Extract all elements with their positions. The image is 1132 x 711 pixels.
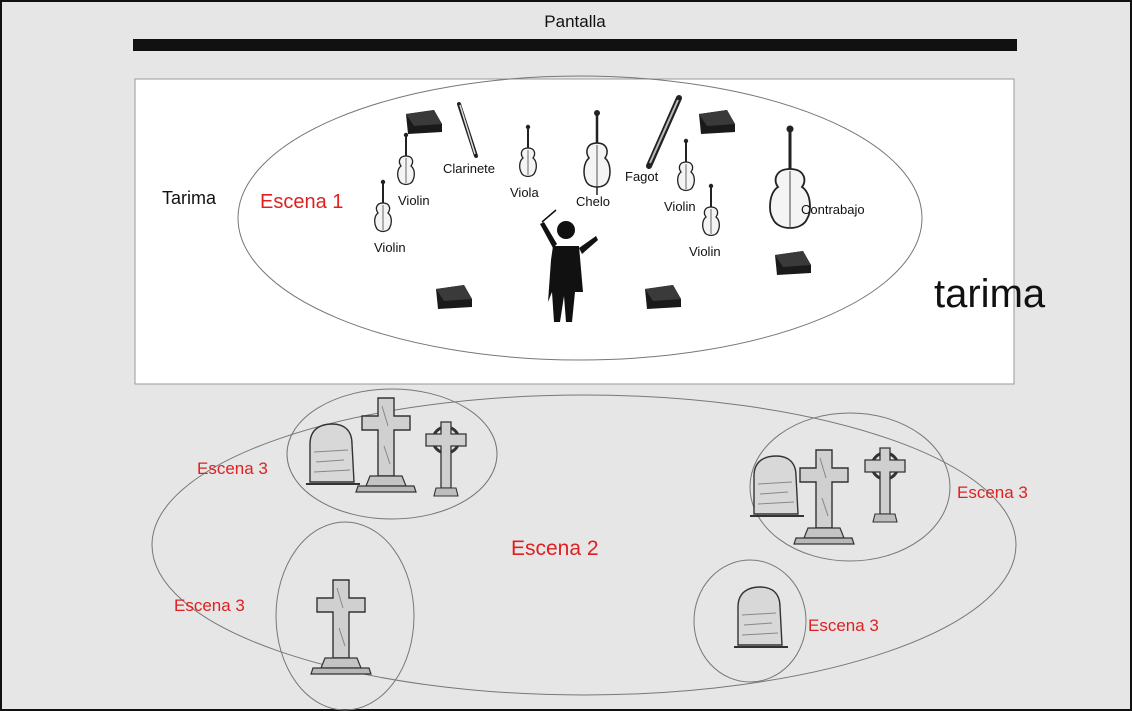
scene2-area: [151, 394, 1017, 696]
scene3-label: Escena 3: [174, 596, 245, 615]
scene3-group: [693, 559, 807, 683]
scene3-group: [749, 412, 951, 562]
instrument-label: Chelo: [576, 194, 610, 209]
scene3-group: [275, 521, 415, 711]
conductor-icon: [540, 209, 598, 322]
scene3-label: Escena 3: [957, 483, 1028, 502]
platform-label: Tarima: [162, 188, 217, 208]
clarinet-icon: [457, 102, 478, 158]
screen-bar: [133, 39, 1017, 51]
instrument-label: Clarinete: [443, 161, 495, 176]
instrument-label: Violin: [374, 240, 406, 255]
screen-label: Pantalla: [544, 12, 606, 31]
scene1-area: [237, 75, 923, 361]
bassoon-icon: [646, 95, 682, 169]
instrument-label: Violin: [664, 199, 696, 214]
platform-big-label: tarima: [934, 272, 1046, 316]
instrument-label: Fagot: [625, 169, 659, 184]
scene3-group: [286, 388, 498, 520]
instrument-label: Violin: [689, 244, 721, 259]
instrument-label: Violin: [398, 193, 430, 208]
instrument-label: Viola: [510, 185, 539, 200]
scene3-label: Escena 3: [197, 459, 268, 478]
scene2-label: Escena 2: [511, 537, 599, 560]
scene1-label: Escena 1: [260, 191, 343, 213]
instrument-label: Contrabajo: [801, 202, 865, 217]
scene3-label: Escena 3: [808, 616, 879, 635]
